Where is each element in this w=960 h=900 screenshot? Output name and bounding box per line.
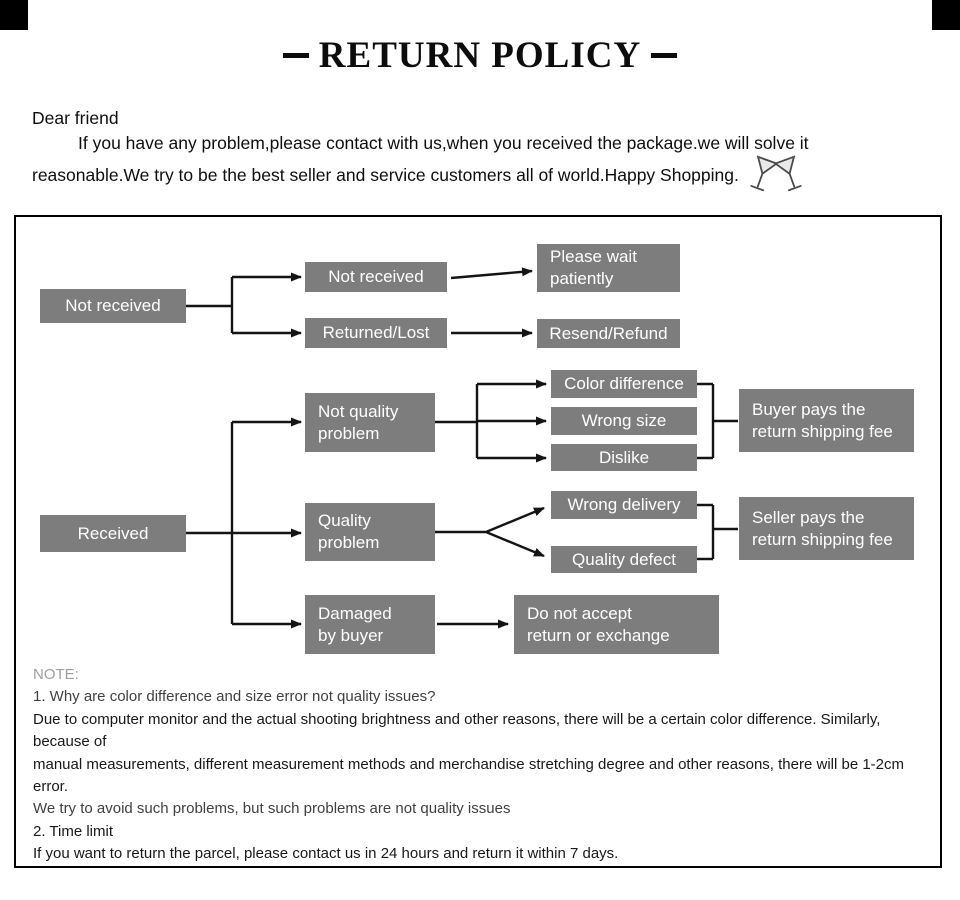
note-line: manual measurements, different measureme… [33,755,905,796]
page-title: RETURN POLICY [318,35,642,76]
corner-mark-left [0,0,28,30]
flow-node-please-wait: Please wait patiently [537,244,680,292]
title-rule-right [651,53,678,58]
flow-node-wrong-size: Wrong size [551,407,697,435]
flow-node-resend-refund: Resend/Refund [537,319,680,348]
intro-line-2-text: reasonable.We try to be the best seller … [32,165,739,185]
flow-node-color-difference: Color difference [551,370,697,398]
cheers-glasses-icon [749,155,803,204]
note-line: We try to avoid such problems, but such … [33,800,511,818]
flow-node-received: Received [40,515,186,552]
intro-line-2: reasonable.We try to be the best seller … [32,155,937,204]
title-banner: RETURN POLICY [0,34,960,77]
flow-node-not-quality-problem: Not quality problem [305,393,435,452]
flow-node-seller-pays-fee: Seller pays the return shipping fee [739,497,914,560]
note-line: If you want to return the parcel, please… [33,845,619,863]
flow-node-quality-defect: Quality defect [551,546,697,573]
flow-node-returned-lost: Returned/Lost [305,318,447,348]
note-line: 2. Time limit [33,822,114,840]
flow-node-damaged-by-buyer: Damaged by buyer [305,595,435,654]
flow-node-wrong-delivery: Wrong delivery [551,491,697,519]
flow-node-not-received: Not received [305,262,447,292]
intro-line-1: If you have any problem,please contact w… [78,132,809,153]
note-section: NOTE: 1. Why are color difference and si… [33,664,930,866]
title-rule-left [282,53,309,58]
note-line: Due to computer monitor and the actual s… [33,710,881,751]
flow-node-buyer-pays-fee: Buyer pays the return shipping fee [739,389,914,452]
note-label: NOTE: [33,666,79,683]
flow-node-quality-problem: Quality problem [305,503,435,561]
flowchart-frame [14,215,942,868]
flow-node-do-not-accept: Do not accept return or exchange [514,595,719,654]
flow-node-dislike: Dislike [551,444,697,471]
intro-text: Dear friend If you have any problem,plea… [32,106,937,204]
greeting: Dear friend [32,108,119,128]
note-line: 1. Why are color difference and size err… [33,688,436,706]
flow-node-not-received-source: Not received [40,289,186,323]
corner-mark-right [932,0,960,30]
